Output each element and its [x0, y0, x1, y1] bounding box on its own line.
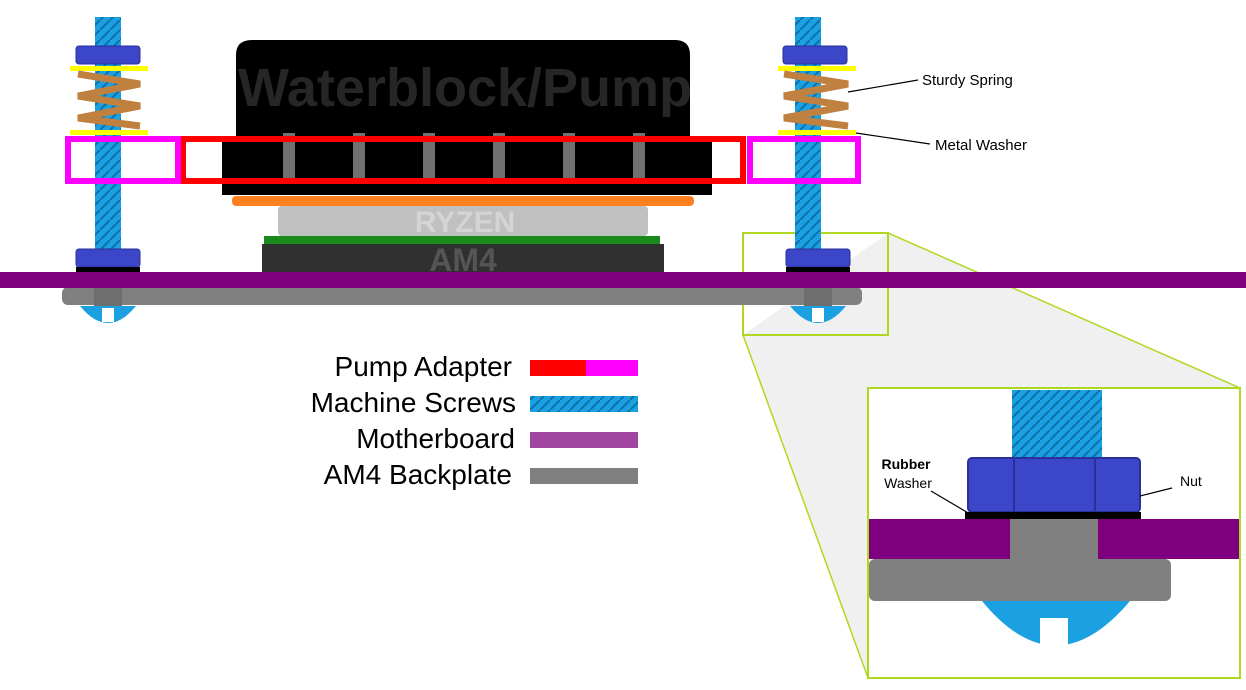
spring-callout: Sturdy Spring: [922, 72, 1013, 89]
inset-nut: [967, 457, 1141, 513]
legend-swatch-pump-adapter-magenta: [586, 360, 638, 376]
legend-label-pump-adapter: Pump Adapter: [335, 351, 512, 382]
right-bottom-washer: [778, 130, 856, 135]
socket-label: AM4: [429, 242, 497, 278]
legend-swatch-motherboard: [530, 432, 638, 448]
left-bottom-washer: [70, 130, 148, 135]
washer-leader-line: [855, 132, 931, 145]
right-top-nut: [782, 45, 848, 65]
spring-leader-line: [847, 79, 919, 93]
inset-screw-shaft: [1012, 390, 1102, 460]
legend-label-am4-backplate: AM4 Backplate: [324, 459, 512, 490]
legend-swatch-am4-backplate: [530, 468, 638, 484]
pump-adapter-right: [747, 136, 861, 184]
right-top-washer: [778, 66, 856, 71]
left-top-nut: [75, 45, 141, 65]
legend-label-machine-screws: Machine Screws: [311, 387, 516, 418]
rubber-leader-line: [930, 490, 971, 515]
left-screw-assembly: [70, 17, 148, 323]
right-bottom-nut: [785, 248, 851, 268]
left-top-washer: [70, 66, 148, 71]
thermal-paste: [232, 196, 694, 206]
rubber-callout-rest: Washer: [884, 475, 932, 491]
left-spring: [77, 70, 141, 130]
am4-socket: [262, 244, 664, 272]
nut-callout: Nut: [1180, 473, 1202, 489]
inset-backplate: [869, 559, 1171, 601]
legend-swatch-pump-adapter-red: [530, 360, 586, 376]
motherboard: [0, 272, 1246, 288]
waterblock-top: [236, 40, 690, 140]
inset-rubber-washer: [965, 512, 1141, 519]
left-rubber-washer: [76, 267, 140, 272]
left-bottom-nut: [75, 248, 141, 268]
right-spring: [783, 70, 849, 130]
legend: Pump Adapter Machine Screws Motherboard …: [311, 351, 638, 490]
nut-leader-line: [1139, 487, 1173, 497]
waterblock-posts: [283, 133, 645, 183]
legend-label-motherboard: Motherboard: [356, 423, 515, 454]
pump-adapter-left: [65, 136, 181, 184]
right-rubber-washer: [786, 267, 850, 272]
zoom-inset: Rubber Washer Nut: [867, 387, 1241, 679]
right-screw-assembly: [778, 17, 856, 323]
socket-pcb: [264, 236, 660, 244]
rubber-callout-bold: Rubber: [882, 456, 932, 472]
legend-swatch-machine-screws: [530, 396, 638, 412]
pump-adapter-center: [180, 136, 746, 184]
washer-callout: Metal Washer: [935, 137, 1027, 154]
cpu: [278, 206, 648, 236]
cpu-label: RYZEN: [415, 206, 516, 239]
am4-backplate: [62, 287, 862, 305]
waterblock-label: Waterblock/Pump: [238, 58, 692, 118]
